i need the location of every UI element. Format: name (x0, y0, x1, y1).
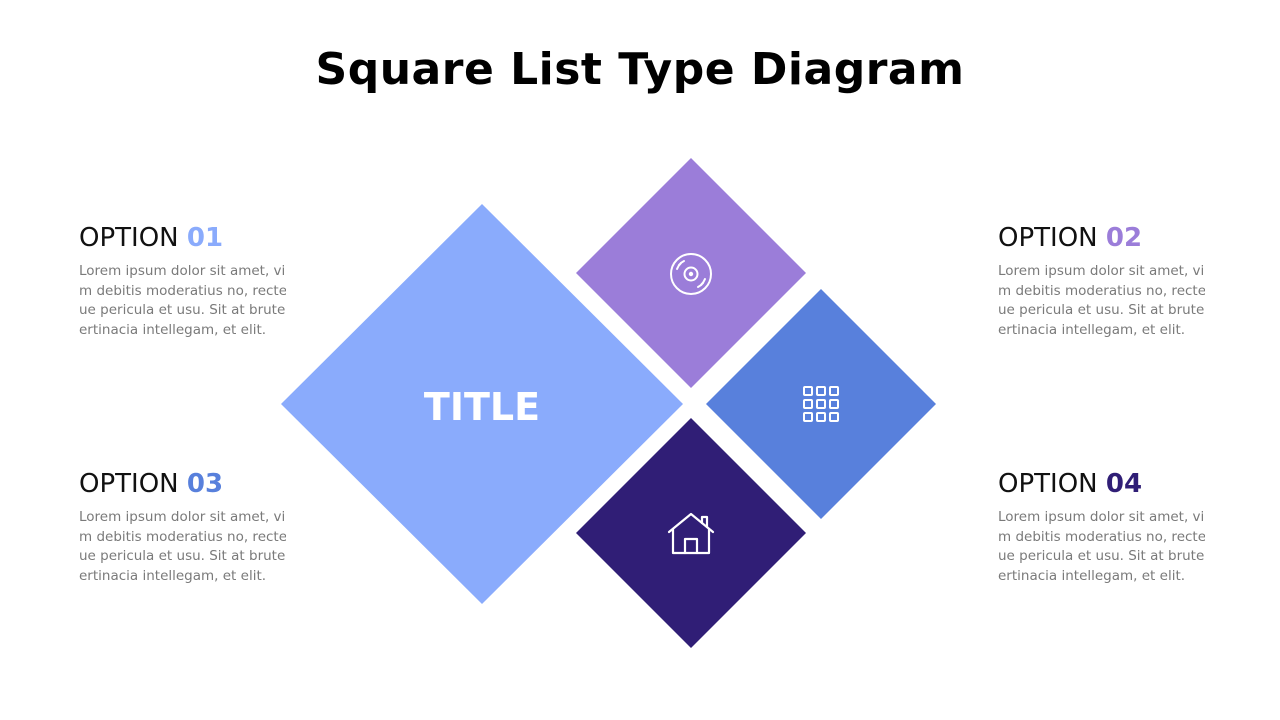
house-icon (667, 512, 715, 555)
option-03-line: Lorem ipsum dolor sit amet, vi (79, 509, 286, 526)
option-03-heading: OPTION 03 (79, 469, 289, 500)
option-04-heading: OPTION 04 (998, 469, 1208, 500)
option-02-line: ue pericula et usu. Sit at brute p (998, 302, 1205, 319)
title-diamond (281, 204, 683, 604)
option-01-label: OPTION (79, 223, 179, 253)
option-03: OPTION 03 Lorem ipsum dolor sit amet, vi… (79, 469, 289, 586)
option-01-line: m debitis moderatius no, recteq (79, 282, 286, 299)
option-01: OPTION 01 Lorem ipsum dolor sit amet, vi… (79, 223, 289, 340)
option-01-line: ue pericula et usu. Sit at brute p (79, 302, 286, 319)
option-04: OPTION 04 Lorem ipsum dolor sit amet, vi… (998, 469, 1208, 586)
option-02-number: 02 (1105, 223, 1143, 253)
option-04-description: Lorem ipsum dolor sit amet, vi m debitis… (998, 508, 1205, 586)
option-01-heading: OPTION 01 (79, 223, 289, 254)
option-02: OPTION 02 Lorem ipsum dolor sit amet, vi… (998, 223, 1208, 340)
option-02-line: m debitis moderatius no, recteq (998, 282, 1205, 299)
option-04-number: 04 (1105, 469, 1143, 499)
option-01-number: 01 (186, 223, 224, 253)
title-diamond-label: TITLE (424, 385, 540, 429)
option-02-description: Lorem ipsum dolor sit amet, vi m debitis… (998, 262, 1205, 340)
option-01-line: ertinacia intellegam, et elit. (79, 321, 267, 338)
option-02-line: ertinacia intellegam, et elit. (998, 321, 1186, 338)
option-04-line: Lorem ipsum dolor sit amet, vi (998, 509, 1205, 526)
option-02-line: Lorem ipsum dolor sit amet, vi (998, 263, 1205, 280)
option-03-line: m debitis moderatius no, recteq (79, 528, 286, 545)
option-04-line: ertinacia intellegam, et elit. (998, 567, 1186, 584)
grid-icon (803, 386, 839, 422)
option-01-line: Lorem ipsum dolor sit amet, vi (79, 263, 286, 280)
option-04-label: OPTION (998, 469, 1098, 499)
option-03-line: ertinacia intellegam, et elit. (79, 567, 267, 584)
bottom-diamond (576, 418, 806, 648)
option-03-label: OPTION (79, 469, 179, 499)
page-title: Square List Type Diagram (315, 44, 965, 95)
option-03-line: ue pericula et usu. Sit at brute p (79, 548, 286, 565)
option-03-description: Lorem ipsum dolor sit amet, vi m debitis… (79, 508, 286, 586)
option-01-description: Lorem ipsum dolor sit amet, vi m debitis… (79, 262, 286, 340)
disc-icon (670, 253, 712, 295)
option-02-label: OPTION (998, 223, 1098, 253)
option-02-heading: OPTION 02 (998, 223, 1208, 254)
option-03-number: 03 (186, 469, 224, 499)
right-diamond (706, 289, 936, 519)
option-04-line: m debitis moderatius no, recteq (998, 528, 1205, 545)
option-04-line: ue pericula et usu. Sit at brute p (998, 548, 1205, 565)
